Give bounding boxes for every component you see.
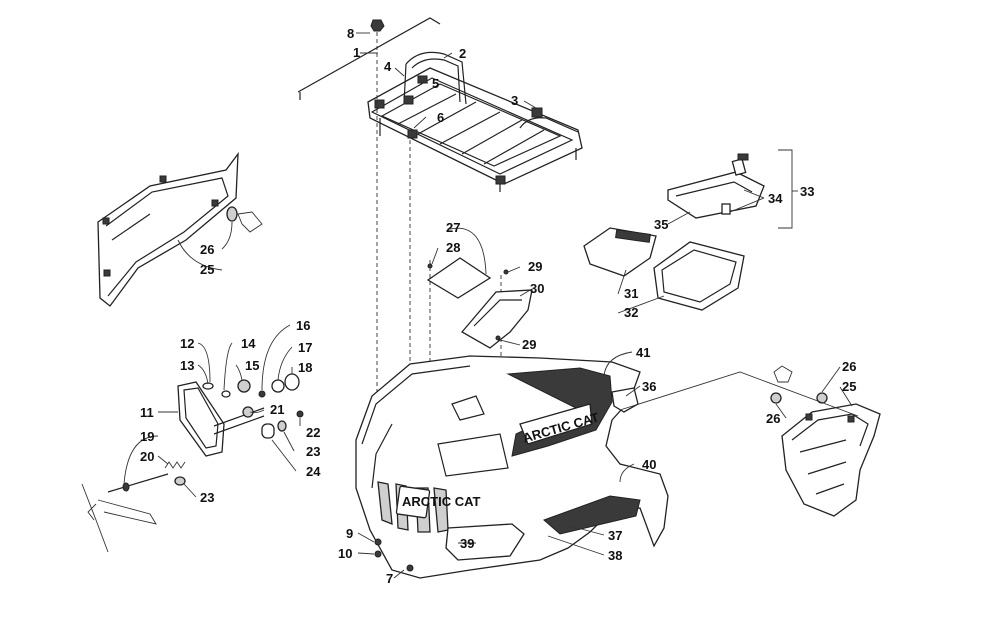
callout-28[interactable]: 28 xyxy=(446,240,460,255)
front-logo-decal: ARCTIC CAT xyxy=(402,494,481,509)
callout-35[interactable]: 35 xyxy=(654,217,668,232)
left-side-panel xyxy=(97,151,239,307)
callout-10[interactable]: 10 xyxy=(338,546,352,561)
callout-2[interactable]: 2 xyxy=(459,46,466,61)
callout-24[interactable]: 24 xyxy=(306,464,321,479)
callout-40[interactable]: 40 xyxy=(642,457,656,472)
callout-29-lower[interactable]: 29 xyxy=(522,337,536,352)
callout-38[interactable]: 38 xyxy=(608,548,622,563)
callout-7[interactable]: 7 xyxy=(386,571,393,586)
callout-23-upper[interactable]: 23 xyxy=(306,444,320,459)
callout-26-left[interactable]: 26 xyxy=(200,242,214,257)
callout-33[interactable]: 33 xyxy=(800,184,814,199)
headlight-assembly xyxy=(81,373,304,553)
bolt-8-part xyxy=(370,19,385,430)
callout-26-right-upper[interactable]: 26 xyxy=(842,359,856,374)
grommets-26-right xyxy=(770,365,828,404)
callout-14[interactable]: 14 xyxy=(241,336,256,351)
callout-5[interactable]: 5 xyxy=(432,76,439,91)
storage-lid-34 xyxy=(667,153,765,219)
callout-25-left[interactable]: 25 xyxy=(200,262,214,277)
callout-22[interactable]: 22 xyxy=(306,425,320,440)
callout-labels: 1 2 3 4 5 6 7 8 9 10 11 12 13 14 15 16 1… xyxy=(140,26,856,586)
storage-tray-31 xyxy=(583,227,657,277)
storage-bin-32 xyxy=(653,241,745,311)
callout-23-lower[interactable]: 23 xyxy=(200,490,214,505)
callout-9[interactable]: 9 xyxy=(346,526,353,541)
callout-19[interactable]: 19 xyxy=(140,429,154,444)
callout-41[interactable]: 41 xyxy=(636,345,650,360)
callout-15[interactable]: 15 xyxy=(245,358,259,373)
callout-29-upper[interactable]: 29 xyxy=(528,259,542,274)
callout-4[interactable]: 4 xyxy=(384,59,392,74)
callout-32[interactable]: 32 xyxy=(624,305,638,320)
front-body-panel: ARCTIC CAT ARCTIC CAT xyxy=(355,355,669,579)
callout-11[interactable]: 11 xyxy=(140,405,154,420)
callout-36[interactable]: 36 xyxy=(642,379,656,394)
leader-lines xyxy=(123,32,859,579)
callout-13[interactable]: 13 xyxy=(180,358,194,373)
callout-21[interactable]: 21 xyxy=(270,402,284,417)
callout-16[interactable]: 16 xyxy=(296,318,310,333)
callout-34[interactable]: 34 xyxy=(768,191,783,206)
right-side-panel xyxy=(781,403,881,517)
callout-18[interactable]: 18 xyxy=(298,360,312,375)
callout-26-right-lower[interactable]: 26 xyxy=(766,411,780,426)
grommet-26-left xyxy=(226,206,263,233)
callout-31[interactable]: 31 xyxy=(624,286,638,301)
callout-17[interactable]: 17 xyxy=(298,340,312,355)
front-rack xyxy=(297,17,583,192)
callout-12[interactable]: 12 xyxy=(180,336,194,351)
callout-37[interactable]: 37 xyxy=(608,528,622,543)
callout-6[interactable]: 6 xyxy=(437,110,444,125)
plate-27 xyxy=(426,257,492,299)
callout-27[interactable]: 27 xyxy=(446,220,460,235)
callout-25-right[interactable]: 25 xyxy=(842,379,856,394)
callout-39[interactable]: 39 xyxy=(460,536,474,551)
callout-8[interactable]: 8 xyxy=(347,26,354,41)
callout-3[interactable]: 3 xyxy=(511,93,518,108)
callout-30[interactable]: 30 xyxy=(530,281,544,296)
callout-1[interactable]: 1 xyxy=(353,45,360,60)
callout-20[interactable]: 20 xyxy=(140,449,154,464)
